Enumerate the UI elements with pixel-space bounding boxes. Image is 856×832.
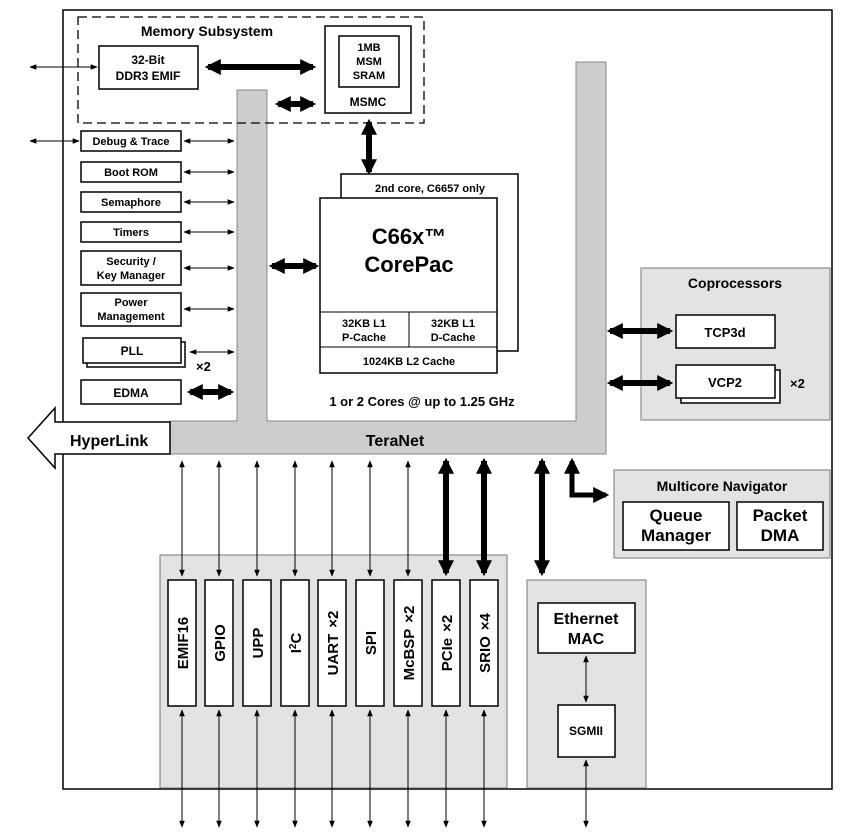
teranet-label: TeraNet [366, 433, 425, 450]
power-line2: Management [97, 311, 165, 323]
navigator-title: Multicore Navigator [657, 478, 788, 494]
security-line2: Key Manager [97, 270, 166, 282]
boot-rom-box [80, 161, 182, 183]
memory-subsystem-title: Memory Subsystem [141, 23, 273, 39]
pll-box [82, 337, 182, 364]
vcp2-box [675, 364, 776, 399]
l1d-line2: D-Cache [431, 332, 476, 344]
bus-navigator-arrow [564, 457, 610, 503]
upp-column: UPP [242, 579, 272, 707]
semaphore-box [80, 191, 182, 213]
msm-line3: SRAM [353, 70, 385, 82]
l1p-line2: P-Cache [342, 332, 386, 344]
ethernet-line2: MAC [568, 631, 605, 648]
msm-sram-box [338, 35, 400, 88]
mcbsp-label: McBSP×2 [401, 606, 418, 681]
hyperlink-label: HyperLink [70, 433, 148, 450]
power-line1: Power [114, 297, 148, 309]
mcbsp-column: McBSP×2 [393, 579, 423, 707]
gpio-column: GPIO [204, 579, 234, 707]
edma-box [80, 379, 182, 405]
msmc-label: MSMC [350, 95, 387, 109]
coprocessors-title: Coprocessors [688, 275, 782, 291]
packet-line1: Packet [753, 506, 808, 525]
security-box [80, 250, 182, 286]
l1d-line1: 32KB L1 [431, 318, 475, 330]
second-core-label: 2nd core, C6657 only [375, 183, 486, 195]
debug-trace-box [80, 130, 182, 152]
vcp2-label: VCP2 [708, 375, 742, 390]
ddr3-line2: DDR3 EMIF [116, 69, 181, 83]
upp-label: UPP [250, 628, 267, 659]
i2c-column: I2C [280, 579, 310, 707]
uart-label: UART×2 [325, 611, 342, 676]
tcp3d-label: TCP3d [704, 325, 745, 340]
tcp3d-box [675, 314, 776, 349]
srio-label: SRIO×4 [477, 612, 494, 672]
corepac-name2: CorePac [364, 252, 453, 277]
emif16-column: EMIF16 [167, 579, 197, 707]
power-box [80, 292, 182, 327]
gpio-label: GPIO [212, 624, 229, 662]
vcp2-multiplier: ×2 [790, 376, 805, 391]
pll-multiplier: ×2 [196, 359, 211, 374]
hyperlink-arrow [26, 406, 171, 470]
l1p-line1: 32KB L1 [342, 318, 386, 330]
spi-label: SPI [363, 631, 380, 655]
emif16-label: EMIF16 [175, 617, 192, 670]
sgmii-box [557, 704, 616, 758]
ethernet-mac-box [537, 602, 636, 654]
uart-column: UART×2 [317, 579, 347, 707]
security-line1: Security / [106, 256, 156, 268]
srio-column: SRIO×4 [469, 579, 499, 707]
sgmii-label: SGMII [569, 724, 603, 738]
edma-label: EDMA [113, 386, 149, 400]
cores-note: 1 or 2 Cores @ up to 1.25 GHz [329, 394, 515, 409]
i2c-label: I2C [288, 633, 305, 654]
pcie-column: PCIe×2 [431, 579, 461, 707]
boot-rom-label: Boot ROM [104, 167, 158, 179]
timers-label: Timers [113, 227, 149, 239]
packet-line2: DMA [761, 526, 800, 545]
msm-line1: 1MB [357, 42, 380, 54]
packet-dma-box [736, 501, 824, 551]
semaphore-label: Semaphore [101, 197, 161, 209]
ethernet-line1: Ethernet [554, 611, 620, 628]
spi-column: SPI [355, 579, 385, 707]
teranet-bus [169, 61, 607, 455]
pll-label: PLL [121, 344, 144, 358]
msm-line2: MSM [356, 56, 382, 68]
ddr3-line1: 32-Bit [131, 53, 164, 67]
pcie-label: PCIe×2 [439, 615, 456, 671]
queue-manager-box [622, 501, 730, 551]
l2-cache-label: 1024KB L2 Cache [363, 356, 455, 368]
memory-subsystem-frame [77, 16, 425, 124]
queue-line2: Manager [641, 526, 711, 545]
debug-trace-label: Debug & Trace [92, 136, 169, 148]
timers-box [80, 221, 182, 243]
ddr3-emif-box [98, 45, 199, 90]
corepac-name1: C66x™ [372, 224, 447, 249]
queue-line1: Queue [650, 506, 703, 525]
